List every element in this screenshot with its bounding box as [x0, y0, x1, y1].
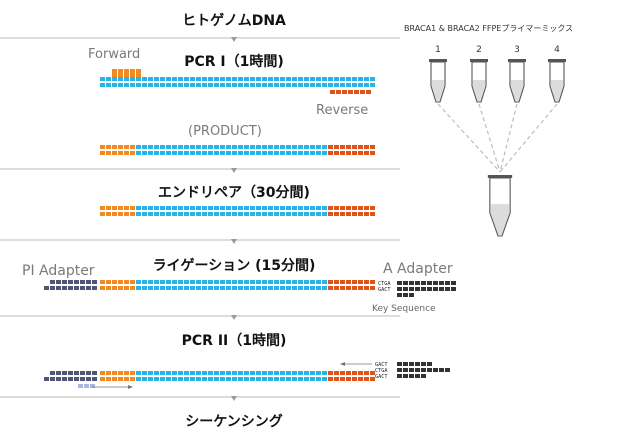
pooling-dashed-lines [437, 103, 558, 173]
step-ligation: ライゲーション (15分間) [152, 258, 316, 274]
pcr2-gact-top-seq: GACT [375, 362, 388, 368]
ligation-insert [100, 280, 375, 290]
tube-number-1: 1 [435, 45, 441, 55]
step-end-repair: エンドリペア（30分間) [158, 185, 310, 201]
step-pcr1: PCR I（1時間) [184, 54, 284, 70]
step-pcr2: PCR II（1時間) [181, 333, 287, 349]
tube-number-4: 4 [554, 45, 560, 55]
divider-2 [0, 168, 400, 173]
a-adapter-blocks [397, 281, 456, 297]
genomic-dna-strands [100, 77, 375, 87]
pcr2-pi-adapter [44, 371, 97, 381]
reverse-label: Reverse [316, 103, 369, 118]
a-adapter-label: A Adapter [383, 261, 453, 277]
tube-number-2: 2 [476, 45, 482, 55]
pcr2-gact-bottom-seq: GACT [375, 374, 388, 380]
primer-tube-4 [548, 59, 566, 103]
pcr2-reverse-arrowhead [340, 362, 345, 366]
key-sequence-label: Key Sequence [372, 304, 436, 314]
divider-3 [0, 239, 400, 244]
pcr2-insert [100, 371, 375, 381]
pcr-product [100, 145, 375, 155]
pcr2-forward-arrowhead [128, 385, 133, 389]
tube-number-3: 3 [514, 45, 520, 55]
forward-label: Forward [88, 47, 141, 62]
primer-mix-title: BRACA1 & BRACA2 FFPEプライマーミックス [404, 24, 574, 33]
combined-primer-tube [487, 175, 513, 237]
product-label: (PRODUCT) [188, 124, 262, 139]
step-sequencing: シーケンシング [185, 414, 283, 430]
pcr2-a-adapter [397, 362, 450, 378]
end-repaired-product [100, 206, 375, 216]
reverse-primer [330, 90, 371, 94]
step-genomic-dna: ヒトゲノムDNA [182, 13, 286, 29]
primer-tube-1 [429, 59, 447, 103]
ligation-ctga-seq: CTGA [378, 281, 391, 287]
ligated-product [44, 280, 97, 290]
pcr2-primer-light [78, 384, 95, 388]
pi-adapter-label: PI Adapter [22, 263, 95, 279]
pcr2-ctga-seq: CTGA [375, 368, 388, 374]
divider-5 [0, 396, 400, 401]
divider-1 [0, 37, 400, 42]
divider-4 [0, 315, 400, 320]
forward-primer [112, 69, 141, 77]
primer-tube-2 [470, 59, 488, 103]
ligation-gact-seq: GACT [378, 287, 391, 293]
primer-tube-3 [508, 59, 526, 103]
